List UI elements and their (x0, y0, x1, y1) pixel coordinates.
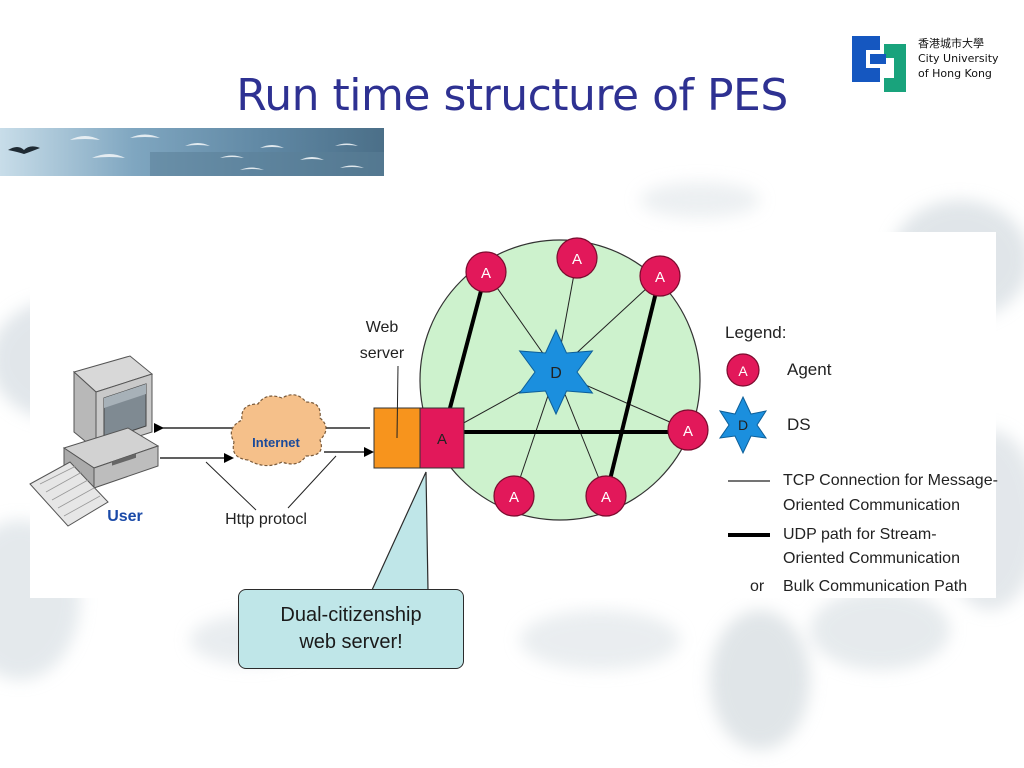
bird-icon (8, 146, 40, 154)
udp-paths (448, 271, 688, 497)
legend-agent-symbol: A (738, 363, 748, 379)
university-name-chinese: 香港城市大學 (918, 37, 984, 50)
ds-star-icon (518, 328, 594, 416)
agent-node: A (667, 409, 709, 451)
university-name: 香港城市大學 City University of Hong Kong (918, 36, 999, 81)
http-pointer (205, 461, 257, 511)
legend-agent-label: Agent (787, 360, 832, 379)
legend-agent-icon (726, 353, 760, 387)
agent-node-label: A (572, 251, 582, 268)
web-server-label-line1: Web (366, 319, 399, 336)
internet-cloud: Internet (230, 394, 327, 467)
agent-node: A (493, 475, 535, 517)
web-server-pointer (396, 365, 399, 439)
internet-label: Internet (252, 435, 300, 450)
university-logo: 香港城市大學 City University of Hong Kong (846, 28, 1016, 98)
agent-node: A (556, 237, 598, 279)
university-name-line2: of Hong Kong (918, 67, 992, 80)
agent-node-label: A (481, 265, 491, 282)
legend-ds-symbol: D (738, 417, 748, 433)
agent-node-label: A (601, 489, 611, 506)
agent-node-label: A (655, 269, 665, 286)
legend-bulk-label: Bulk Communication Path (783, 578, 967, 595)
http-arrows (154, 423, 374, 463)
cloud-icon (230, 394, 327, 467)
legend-title: Legend: (725, 323, 786, 342)
agent-node: A (585, 475, 627, 517)
ds-node: D (518, 328, 594, 416)
http-pointer (287, 455, 337, 509)
http-protocol-label: Http protocl (225, 511, 307, 528)
legend-tcp-label-line1: TCP Connection for Message- (783, 472, 998, 489)
legend-tcp-label-line2: Oriented Communication (783, 497, 960, 514)
web-server-agent-label: A (437, 431, 447, 448)
legend-ds-star-icon (718, 395, 768, 455)
user-label: User (107, 508, 143, 525)
web-server-label-line2: server (360, 345, 405, 362)
university-name-line1: City University (918, 52, 999, 65)
web-server-agent-box (419, 407, 465, 469)
ds-node-label: D (550, 365, 562, 382)
university-logo-icon (852, 36, 906, 92)
slide-title: Run time structure of PES (236, 70, 788, 121)
callout-dual-citizenship: Dual-citizenship web server! (238, 589, 464, 669)
legend-udp-label-line1: UDP path for Stream- (783, 526, 937, 543)
callout-line2: web server! (299, 631, 403, 653)
web-server: A (373, 407, 465, 469)
legend-ds-label: DS (787, 415, 811, 434)
agent-node: A (465, 251, 507, 293)
banner-image (0, 128, 384, 176)
legend: Legend: A Agent D DS TCP Connection for … (718, 323, 998, 595)
agent-node-label: A (509, 489, 519, 506)
agent-node-label: A (683, 423, 693, 440)
user-computer-icon (29, 355, 160, 527)
legend-udp-label-line2: Oriented Communication (783, 550, 960, 567)
callout-pointer (371, 471, 429, 591)
callout-line1: Dual-citizenship (280, 604, 422, 626)
agent-node: A (639, 255, 681, 297)
legend-or-label: or (750, 578, 765, 595)
